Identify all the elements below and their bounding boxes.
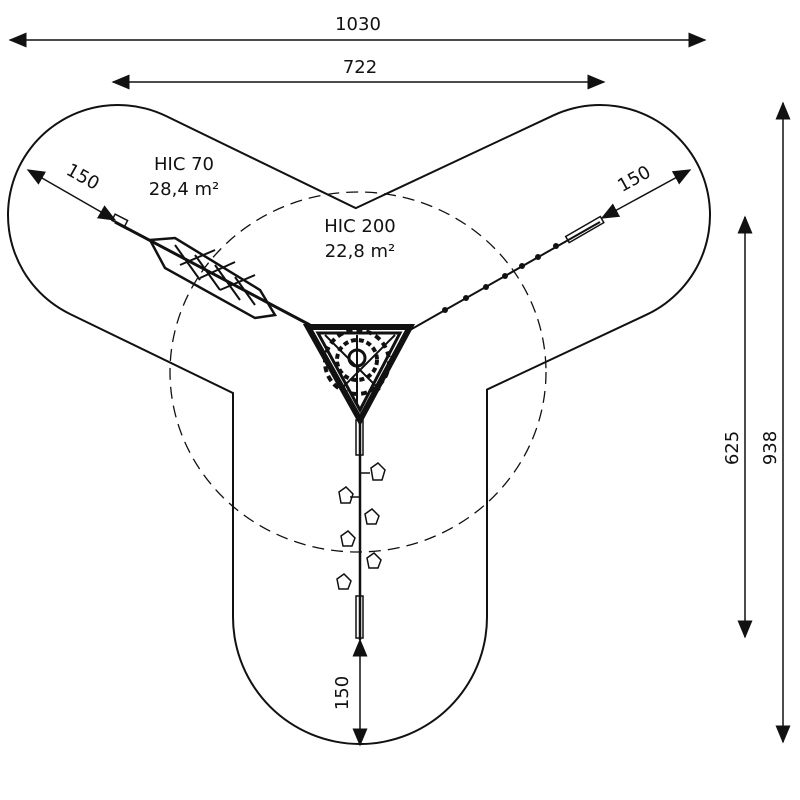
label-overall-width: 1030 xyxy=(335,14,381,35)
label-inner-width: 722 xyxy=(343,57,377,78)
hic200-zone xyxy=(169,191,547,553)
equipment xyxy=(110,213,605,640)
label-clearance-bottom: 150 xyxy=(332,676,353,710)
label-depth-inner: 625 xyxy=(722,431,743,465)
net-tunnel-left xyxy=(110,213,311,327)
dim-clearance-left xyxy=(26,169,117,221)
rope-bridge-right xyxy=(409,215,605,331)
dimension-lines xyxy=(8,32,791,747)
hic200-label: HIC 200 xyxy=(324,216,396,237)
hic200-area: 22,8 m² xyxy=(325,241,396,262)
hic70-area: 28,4 m² xyxy=(149,179,220,200)
stepping-poles-bottom xyxy=(336,415,386,640)
pyramid-net xyxy=(302,324,416,427)
dim-clearance-right xyxy=(600,169,692,219)
label-depth-overall: 938 xyxy=(760,431,781,465)
hic70-label: HIC 70 xyxy=(154,154,214,175)
